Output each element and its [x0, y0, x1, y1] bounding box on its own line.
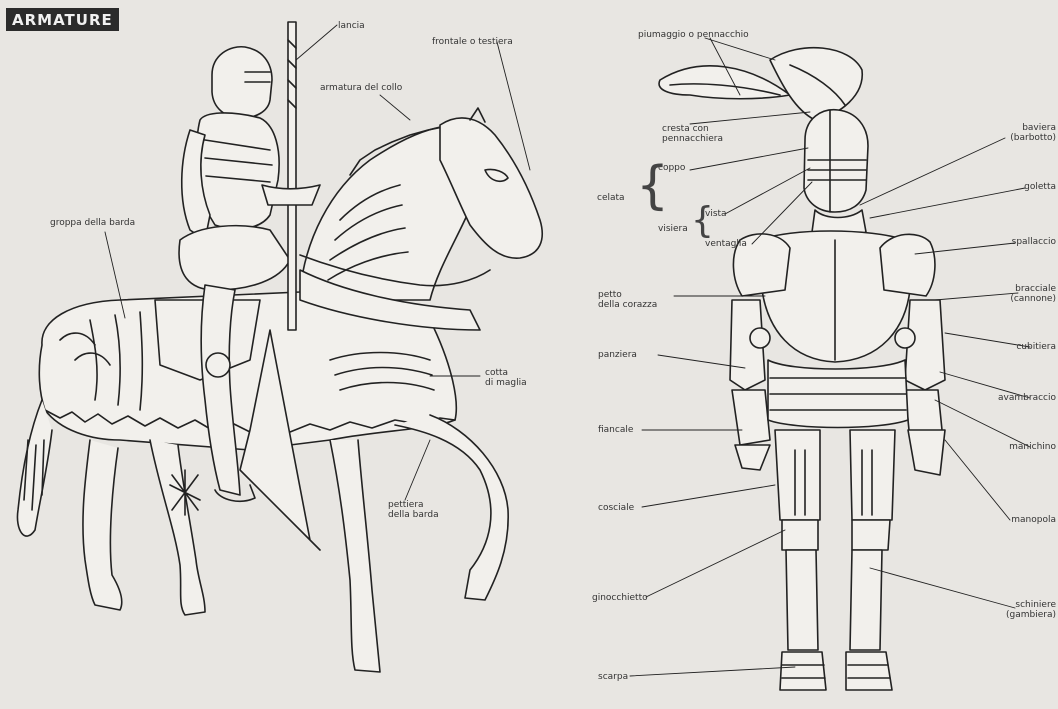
label-pettiera: pettiera della barda: [388, 500, 439, 520]
label-schiniere: schiniere (gambiera): [1006, 600, 1056, 620]
label-frontale: frontale o testiera: [432, 37, 513, 47]
label-cubitiera: cubitiera: [1016, 342, 1056, 352]
label-baviera: baviera (barbotto): [1010, 123, 1056, 143]
label-panziera: panziera: [598, 350, 637, 360]
label-goletta: goletta: [1024, 182, 1056, 192]
label-lancia: lancia: [338, 21, 365, 31]
label-manichino: manichino: [1009, 442, 1056, 452]
label-avambraccio: avambraccio: [998, 393, 1056, 403]
label-groppa: groppa della barda: [50, 218, 135, 228]
label-scarpa: scarpa: [598, 672, 628, 682]
label-celata: celata: [597, 193, 625, 203]
standing-armour-drawing: [659, 48, 945, 690]
label-spallaccio: spallaccio: [1012, 237, 1056, 247]
label-bracciale: bracciale (cannone): [1010, 284, 1056, 304]
celata-bracket: {: [636, 160, 669, 212]
label-petto: petto della corazza: [598, 290, 657, 310]
label-visiera: visiera: [658, 224, 688, 234]
label-ginocchietto: ginocchietto: [592, 593, 648, 603]
page-title: ARMATURE: [6, 8, 119, 31]
label-cotta: cotta di maglia: [485, 368, 527, 388]
label-cosciale: cosciale: [598, 503, 634, 513]
label-ventaglia: ventaglia: [705, 239, 747, 249]
label-piumaggio: piumaggio o pennacchio: [638, 30, 749, 40]
label-vista: vista: [705, 209, 727, 219]
label-cresta: cresta con pennacchiera: [662, 124, 723, 144]
label-manopola: manopola: [1011, 515, 1056, 525]
label-armatura-collo: armatura del collo: [320, 83, 402, 93]
label-fiancale: fiancale: [598, 425, 633, 435]
